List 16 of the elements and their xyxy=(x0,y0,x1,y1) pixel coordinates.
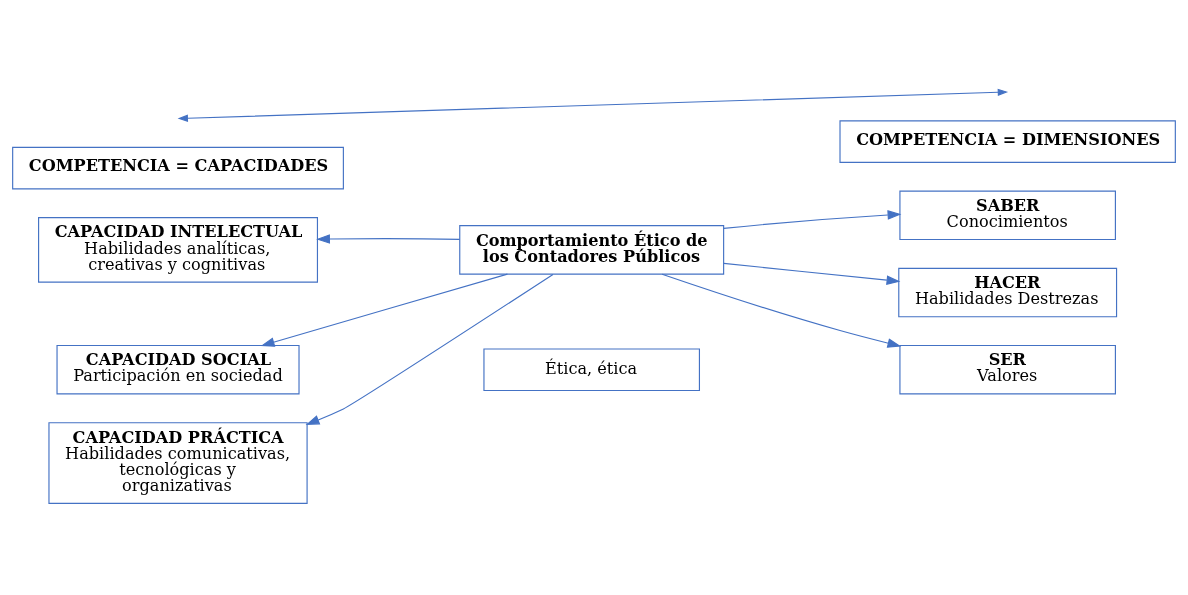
arrow xyxy=(661,273,902,348)
arrow xyxy=(260,273,508,347)
arrow xyxy=(316,234,461,244)
node-box: SER Valores xyxy=(899,344,1116,395)
node-box: CAPACIDAD INTELECTUAL Habilidades analíticas, creativas y cognitivas xyxy=(38,217,319,283)
node-box: COMPETENCIA = CAPACIDADES xyxy=(12,146,344,190)
node-box: Comportamiento Ético de los Contadores Públicos xyxy=(459,225,725,275)
arrow xyxy=(723,210,902,229)
node-box: SABER Conocimientos xyxy=(899,190,1116,241)
node-box: CAPACIDAD PRÁCTICA Habilidades comunicativas, tecnológicas y organizativas xyxy=(48,422,308,504)
arrow xyxy=(723,262,901,285)
node-box: CAPACIDAD SOCIAL Participación en sociedad xyxy=(56,344,300,395)
node-box: HACER Habilidades Destrezas xyxy=(898,267,1118,318)
node-box: COMPETENCIA = DIMENSIONES xyxy=(839,120,1176,163)
arrow xyxy=(305,273,554,425)
node-box: Ética, ética xyxy=(483,348,700,392)
